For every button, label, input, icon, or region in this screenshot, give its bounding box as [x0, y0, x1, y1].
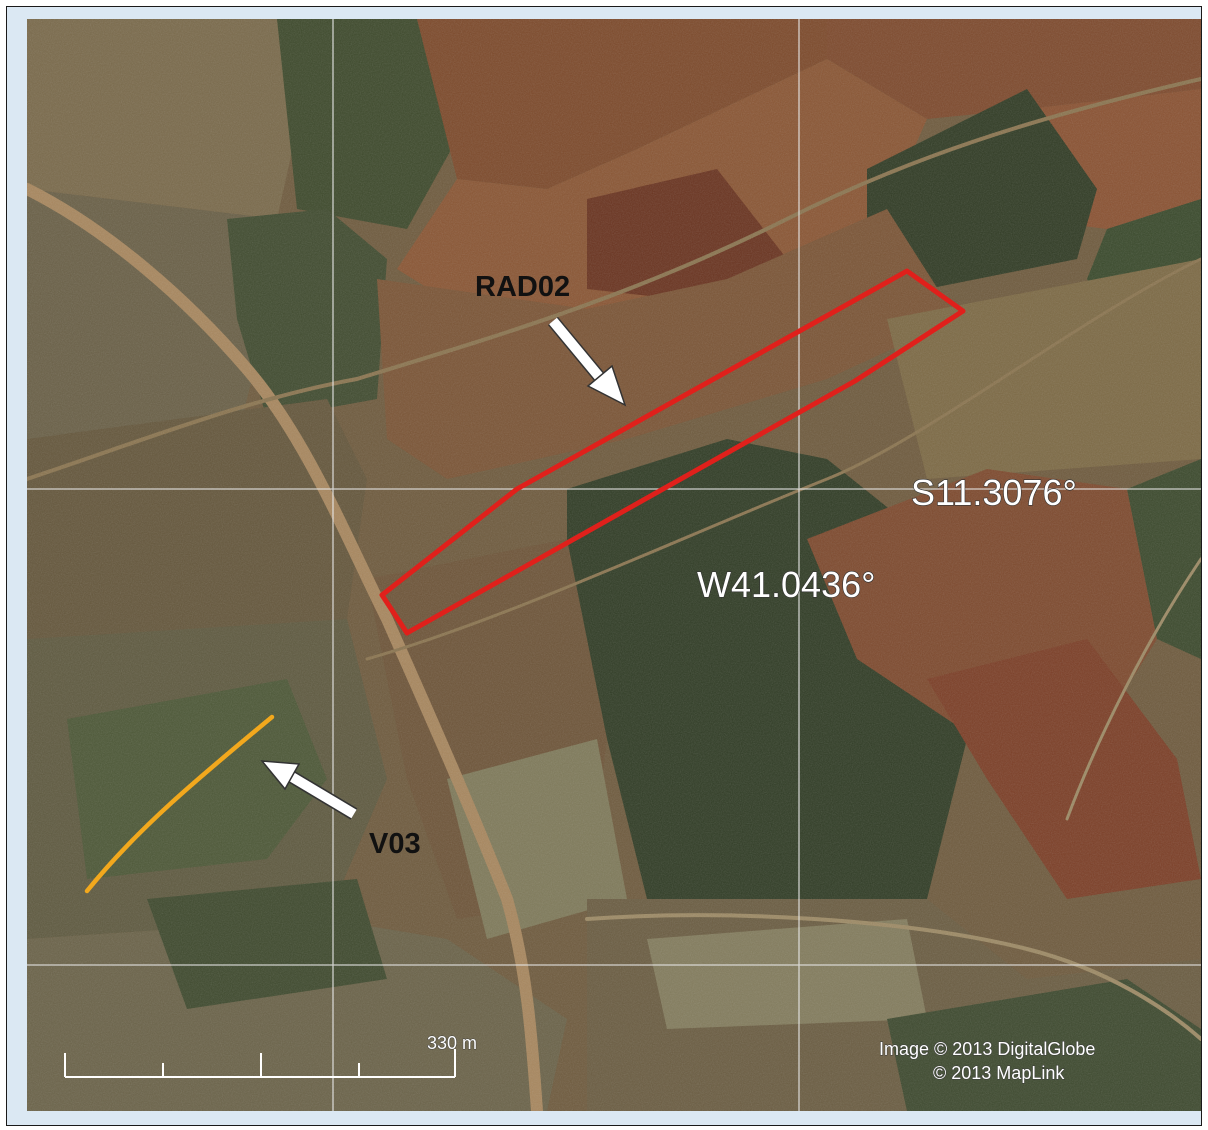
latitude-label: S11.3076° — [911, 472, 1077, 513]
v03-line[interactable] — [84, 714, 275, 894]
terrain-texture — [27, 19, 1201, 1111]
imagery-credit: Image © 2013 DigitalGlobe — [879, 1039, 1095, 1059]
rad02-pointer-arrow — [547, 316, 627, 407]
satellite-map-canvas[interactable]: RAD02 V03 S11.3076° W41.0436° 330 m Imag… — [27, 19, 1201, 1111]
v03-label: V03 — [369, 828, 421, 860]
rad02-area-outline[interactable] — [379, 268, 966, 636]
scale-bar-label: 330 m — [427, 1033, 477, 1053]
satellite-map-view[interactable]: RAD02 V03 S11.3076° W41.0436° 330 m Imag… — [27, 19, 1201, 1111]
rad02-label: RAD02 — [475, 271, 570, 303]
scale-bar — [64, 1049, 456, 1078]
graticule — [27, 19, 1201, 1111]
longitude-label: W41.0436° — [697, 564, 876, 605]
data-credit: © 2013 MapLink — [933, 1063, 1065, 1083]
v03-pointer-arrow — [260, 760, 358, 820]
map-frame: RAD02 V03 S11.3076° W41.0436° 330 m Imag… — [6, 6, 1202, 1126]
